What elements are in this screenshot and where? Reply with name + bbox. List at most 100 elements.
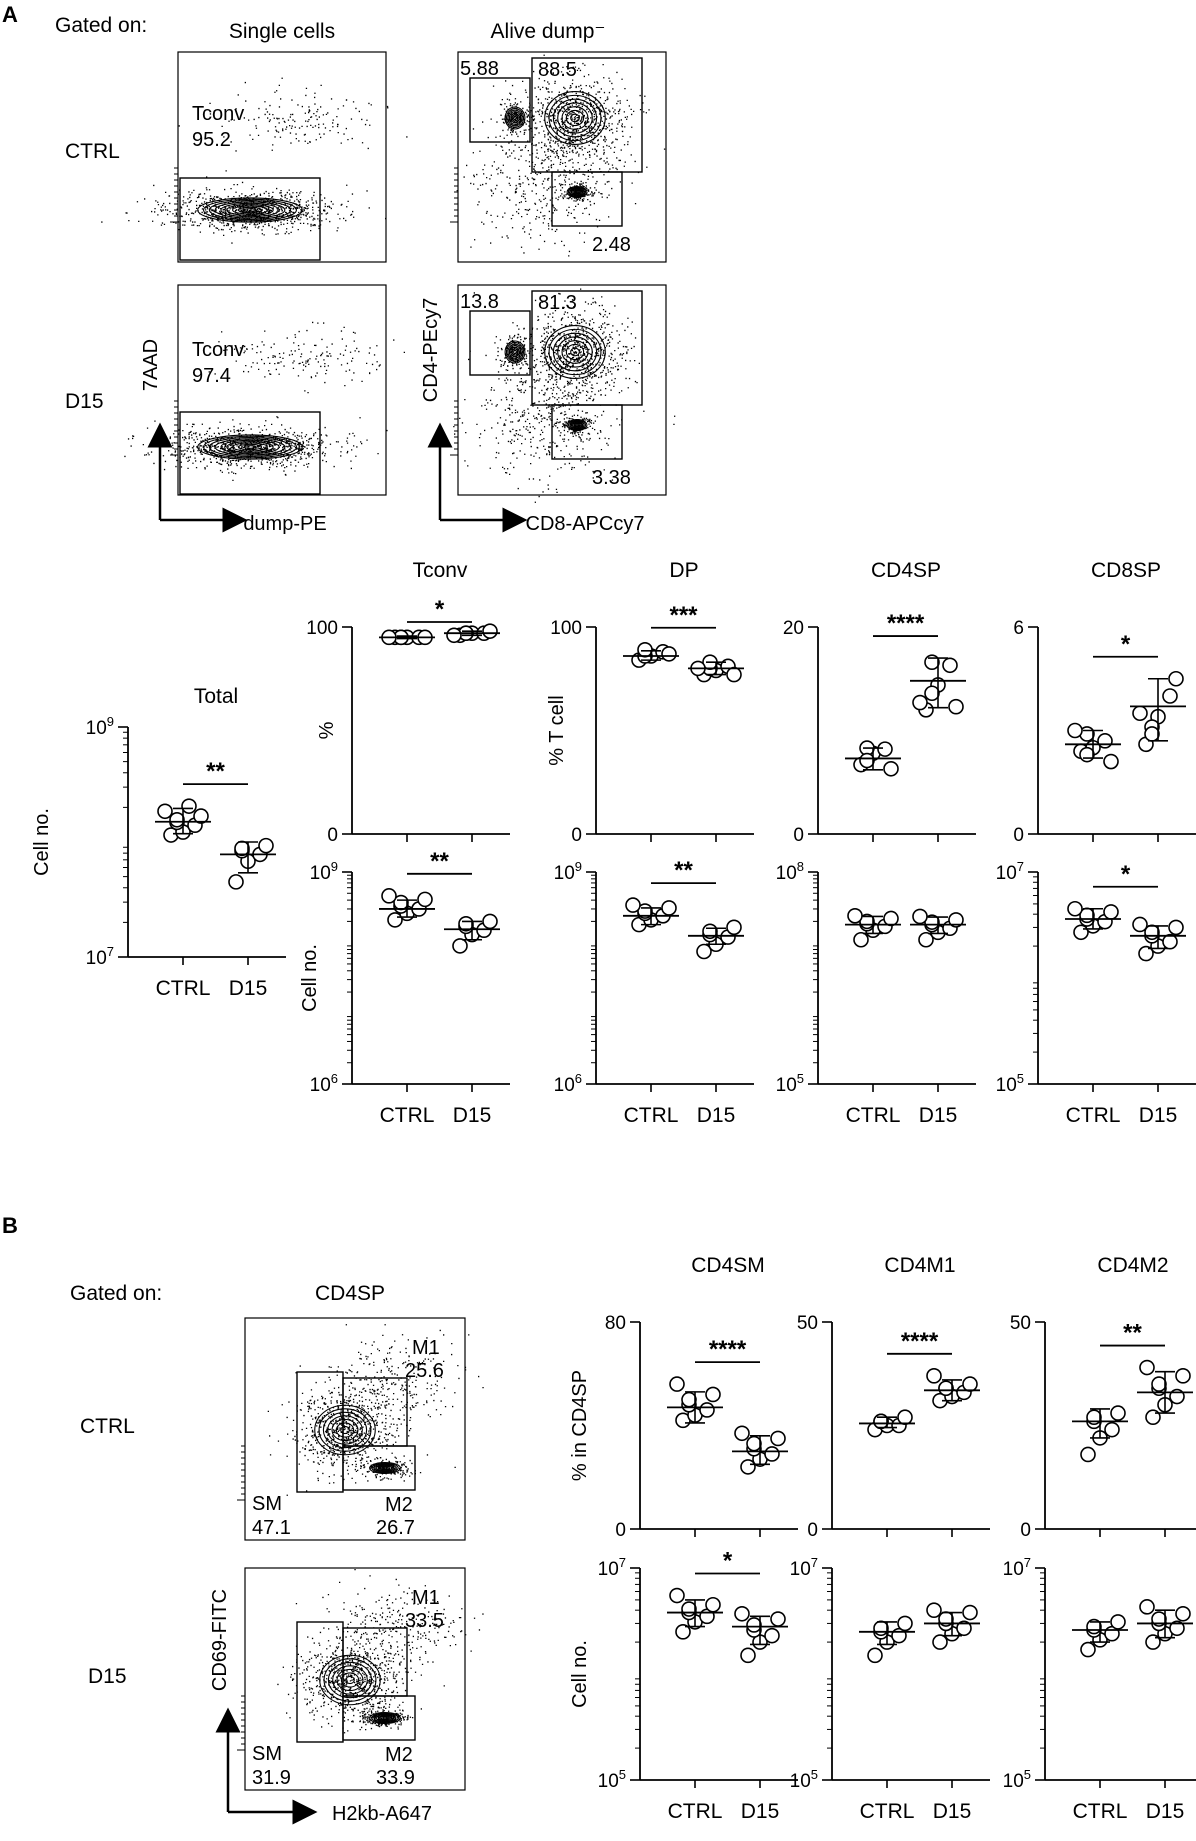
facs-dots — [295, 1324, 484, 1468]
row-label-ctrl-b: CTRL — [80, 1415, 135, 1438]
y-tick-label: 108 — [776, 859, 804, 884]
significance-stars: **** — [887, 610, 925, 637]
tick-base: 10 — [86, 718, 107, 739]
data-point — [669, 1587, 685, 1604]
facs-blob — [124, 416, 435, 481]
y-tick-label: 50 — [797, 1313, 818, 1334]
row-label-d15-b: D15 — [88, 1665, 127, 1688]
data-point — [417, 891, 433, 908]
significance-stars: **** — [901, 1328, 939, 1355]
facs-contour-ring — [335, 1422, 355, 1438]
y-tick-label: 106 — [310, 1071, 338, 1096]
facs-contour-ring — [220, 202, 280, 218]
y-tick-label: 80 — [605, 1313, 626, 1334]
facs-contour-ring — [557, 336, 593, 368]
data-point — [948, 912, 964, 928]
facs-blob — [178, 77, 408, 152]
data-point — [1145, 1634, 1161, 1650]
x-category-label: D15 — [933, 1800, 972, 1823]
facs-contour-ring — [377, 1715, 393, 1721]
facs-contour-ring — [561, 340, 589, 364]
y-tick-label: 0 — [571, 825, 582, 846]
data-point — [681, 1601, 697, 1617]
pct-sm-ctrl: 47.1 — [252, 1517, 291, 1539]
facs-contour-ring — [327, 1415, 363, 1445]
pct-sm-d15: 31.9 — [252, 1767, 291, 1789]
facs-axis-cd4-pecy7: CD4-PEcy7 — [420, 298, 442, 402]
y-tick-label: 105 — [598, 1767, 626, 1792]
data-point — [877, 741, 893, 757]
facs-contour-ring — [380, 1465, 390, 1471]
tick-base: 10 — [554, 863, 575, 884]
data-point — [1132, 916, 1148, 933]
tick-exponent: 8 — [797, 859, 804, 874]
tick-exponent: 7 — [811, 1555, 818, 1570]
data-point — [1144, 726, 1160, 742]
gate-label-tconv: Tconv — [192, 103, 244, 125]
facs-ctrl-7aad: Tconv 95.2 — [101, 51, 408, 263]
x-category-label: D15 — [453, 1104, 492, 1127]
data-point — [169, 811, 185, 828]
data-point — [661, 646, 677, 662]
facs-contour-ring — [508, 345, 522, 359]
tick-exponent: 7 — [1024, 1555, 1031, 1570]
data-point — [625, 897, 641, 913]
y-axis-label: Cell no. — [569, 1640, 591, 1708]
data-point — [157, 803, 173, 820]
tick-base: 10 — [790, 1559, 811, 1580]
x-category-label: D15 — [1146, 1800, 1185, 1823]
data-point — [675, 1624, 691, 1640]
x-category-label: D15 — [1139, 1104, 1178, 1127]
data-point — [482, 913, 498, 930]
data-point — [746, 1435, 762, 1452]
y-axis-label: Cell no. — [31, 808, 53, 876]
chart-title: CD4M2 — [1097, 1254, 1168, 1277]
y-tick-label: 109 — [310, 859, 338, 884]
data-point — [932, 1634, 948, 1650]
facs-contour-ring — [552, 98, 598, 138]
tick-base: 10 — [86, 948, 107, 969]
data-point — [726, 919, 742, 936]
facs-contour-ring — [565, 109, 585, 127]
data-point — [1162, 688, 1178, 704]
data-point — [942, 657, 958, 674]
x-category-label: CTRL — [1066, 1104, 1121, 1127]
facs-blob — [277, 1628, 427, 1734]
facs-blob — [295, 1324, 484, 1468]
facs-axis-arrows-a: 7AAD dump-PE CD4-PEcy7 CD8-APCcy7 — [140, 298, 644, 535]
data-point — [1168, 919, 1184, 936]
facs-contour-ring — [510, 112, 520, 124]
tick-base: 10 — [996, 1075, 1017, 1096]
chart-title: CD4SP — [871, 559, 941, 582]
data-point — [181, 798, 197, 814]
x-category-label: D15 — [229, 977, 268, 1000]
tick-base: 10 — [310, 863, 331, 884]
data-point — [746, 1617, 762, 1633]
tick-base: 10 — [776, 863, 797, 884]
facs-contour-ring — [567, 186, 587, 198]
facs-contour-ring — [243, 208, 257, 212]
tick-exponent: 6 — [575, 1071, 582, 1086]
data-point — [381, 888, 397, 904]
facs-axis-h2kb-a647: H2kb-A647 — [332, 1803, 432, 1825]
gate-value-tconv-ctrl: 95.2 — [192, 129, 231, 151]
facs-contour-ring — [570, 113, 580, 123]
facs-contour-ring — [197, 197, 303, 223]
significance-stars: *** — [669, 602, 698, 629]
facs-contour-ring — [373, 1713, 397, 1723]
facs-axis-arrows-b: CD69-FITC H2kb-A647 — [209, 1589, 432, 1825]
facs-contour-ring — [511, 114, 519, 122]
tick-base: 10 — [790, 1771, 811, 1792]
y-tick-label: 107 — [790, 1555, 818, 1580]
data-point — [482, 623, 498, 639]
x-category-label: CTRL — [624, 1104, 679, 1127]
data-point — [1097, 733, 1113, 749]
facs-blob — [555, 409, 599, 439]
data-point — [948, 698, 964, 715]
facs-contour-ring — [208, 200, 292, 220]
facs-contour-ring — [323, 1658, 377, 1702]
data-point — [918, 931, 934, 948]
pct-dp-ctrl: 88.5 — [538, 59, 577, 81]
